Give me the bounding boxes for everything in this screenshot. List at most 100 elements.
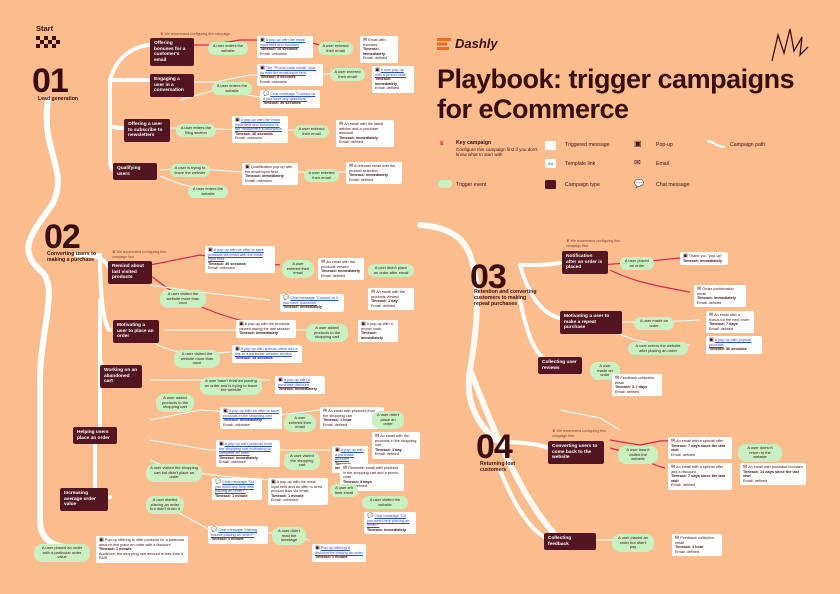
trigger-visited-cart-nopurchase: A user visited the shopping cart but did… — [146, 464, 202, 482]
chat-icon: 💬 — [634, 179, 644, 188]
message-popup-blog[interactable]: ▣ A pop-up with the email input field an… — [232, 116, 288, 143]
section-number-03: 03 — [470, 258, 507, 296]
trigger-entered-email-3: A user entered their email — [294, 125, 329, 139]
email-icon: ✉ — [671, 438, 676, 444]
campaign-offering-subscribe[interactable]: Offering a user to subscribe to newslett… — [124, 119, 170, 142]
popup-icon: ▣ — [375, 67, 380, 73]
message-chat-contact[interactable]: 💬 Chat message "Contact us if you have a… — [260, 90, 320, 108]
campaign-offering-bonuses[interactable]: Offering bonuses for a customer's email — [150, 38, 194, 67]
legend-popup: Pop-up — [656, 142, 673, 148]
trigger-visited-more: A user visited the website more than onc… — [160, 290, 206, 308]
campaign-motivating-order[interactable]: Motivating a user to place an order — [113, 320, 159, 343]
message-popup-save-cart[interactable]: ▣ A pop-up with an offer to save product… — [220, 407, 282, 430]
campaign-converting-back[interactable]: Converting users to come back to the web… — [548, 441, 604, 464]
popup-icon: ▣ — [219, 441, 224, 447]
message-email-bonus[interactable]: ✉ An email with a bonus for the next ord… — [706, 311, 754, 334]
message-chat-help-2[interactable]: 💬 Chat message "Do you need help placing… — [364, 512, 416, 535]
message-email-cart[interactable]: ✉ An email with products from the shoppi… — [320, 407, 384, 430]
trigger-entered-after: A user enters the website after placing … — [628, 342, 688, 356]
email-icon: ✉ — [675, 535, 680, 541]
campaign-collecting-feedback[interactable]: Collecting feedback — [544, 533, 596, 551]
message-popup-offering[interactable]: ▣ Pop-up offering a discount for placing… — [312, 544, 366, 562]
campaign-helping-users[interactable]: Helping users place an order — [73, 427, 117, 445]
recommend-note-02: ♛ We recommend configuring this campaign… — [112, 249, 166, 259]
email-icon: ✉ — [339, 121, 344, 127]
page-title-line-1: Playbook: trigger campaigns — [437, 64, 795, 94]
campaign-repeat-purchase[interactable]: Motivating a user to make a repeat purch… — [560, 311, 622, 334]
section-number-04: 04 — [476, 428, 513, 466]
email-icon: ✉ — [323, 408, 328, 414]
message-popup-special[interactable]: ▣ A pop-up with special offers and a lin… — [232, 345, 302, 363]
email-icon: ✉ — [709, 312, 714, 318]
popup-icon: ▣ — [245, 164, 250, 170]
campaign-notification-order[interactable]: Notification after an order is placed — [562, 251, 608, 274]
message-reminder-email[interactable]: ✉ Reminder email with products in the sh… — [340, 464, 404, 491]
trigger-didnt-place-2: A user didn't place an order — [372, 411, 404, 429]
popup-icon: ▣ — [278, 377, 283, 383]
chat-icon: 💬 — [263, 91, 270, 97]
message-relevant-email[interactable]: ✉ A relevant email with the product sele… — [346, 162, 402, 185]
campaign-abandoned-cart[interactable]: Working on an abandoned cart — [100, 365, 142, 388]
legend-swatch-triggered — [545, 141, 556, 150]
message-popup-cart[interactable]: ▣ A pop-up with products from the shoppi… — [216, 440, 280, 467]
chat-icon: 💬 — [367, 513, 374, 519]
trigger-entered-email-2: A user entered their email — [330, 68, 365, 82]
message-special-offer-2[interactable]: ✉ An email with a special offer and a di… — [668, 463, 732, 490]
trigger-didnt-read: A user didn't read the message — [272, 527, 306, 545]
trigger-added-to-cart: A user added products to the shopping ca… — [306, 324, 348, 342]
popup-icon: ▣ — [315, 545, 320, 551]
message-popup-viewed-session[interactable]: ▣ A pop-up with the products viewed duri… — [236, 320, 296, 338]
campaign-remind-products[interactable]: Remind about last visited products — [108, 261, 152, 284]
popup-icon: ▣ — [709, 337, 714, 343]
recommend-note-03: ♛ We recommend configuring this campaign… — [566, 238, 620, 248]
trigger-entered-email-4: A user entered their email — [304, 169, 339, 183]
campaign-collecting-reviews[interactable]: Collecting user reviews — [538, 357, 582, 375]
trigger-placed-order: A user placed an order — [620, 257, 654, 271]
trigger-entered-email-5: A user entered their email — [282, 260, 314, 278]
legend-swatch-campaign — [545, 180, 556, 189]
message-thank-you[interactable]: ▣ Thank you "pop-up"Timeout: immediately — [680, 252, 728, 266]
message-chat-contact-2[interactable]: 💬 Chat message "Contact us if you have q… — [280, 294, 344, 312]
burst-decoration-icon — [771, 28, 809, 62]
trigger-enters-site-2: A user enters the website — [212, 82, 252, 96]
message-chat-help[interactable]: 💬 Chat message "Do you need any help wit… — [212, 478, 262, 501]
trigger-visited-more-2: A user visited the website more than onc… — [174, 350, 220, 368]
campaign-qualifying-users[interactable]: Qualifying users — [113, 163, 157, 181]
section-label-04: Returning lost customers — [480, 461, 516, 473]
brand-name: Dashly — [455, 36, 498, 51]
email-icon: ✉ — [375, 433, 380, 439]
message-chat-trouble[interactable]: 💬 Chat message "Having trouble placing a… — [208, 526, 268, 544]
trigger-made-order: A user made an order — [634, 317, 674, 331]
trigger-hasnt-visited: A user hasn't visited the website — [618, 446, 658, 464]
message-popup-email-bonuses[interactable]: ▣ A pop-up with the email input field an… — [257, 36, 313, 59]
message-email-latest[interactable]: ✉ An email with the latest articles and … — [336, 120, 394, 147]
popup-icon: ▣ — [260, 65, 265, 71]
message-viewed-popup[interactable]: ▣ A pop-up with an offer to save product… — [205, 246, 275, 273]
email-icon: ✉ — [615, 375, 620, 381]
message-email-cart-2[interactable]: ✉ An email with the products in the shop… — [372, 432, 420, 459]
popup-icon: ▣ — [361, 321, 366, 327]
campaign-engaging-user[interactable]: Engaging a user in a conversation — [150, 74, 194, 97]
message-qualification-popup[interactable]: ▣ Qualification pop-up with the email in… — [242, 163, 298, 186]
popup-icon: ▣ — [271, 479, 276, 485]
message-popup-particular[interactable]: ▣ Pop-up offering to offer products for … — [96, 536, 188, 563]
message-popup-email-send[interactable]: ▣ A pop-up with the email input field an… — [268, 478, 328, 505]
trigger-left-email: A user left their email — [330, 484, 358, 498]
legend-chat-message: Chat message — [656, 182, 690, 188]
campaign-increasing-value[interactable]: Increasing average order value — [60, 488, 108, 511]
trigger-placed-particular: A user placed an order with a particular… — [34, 544, 90, 562]
message-promo-popup[interactable]: ▣ The "Promo code inside" pop-up with th… — [257, 64, 323, 87]
